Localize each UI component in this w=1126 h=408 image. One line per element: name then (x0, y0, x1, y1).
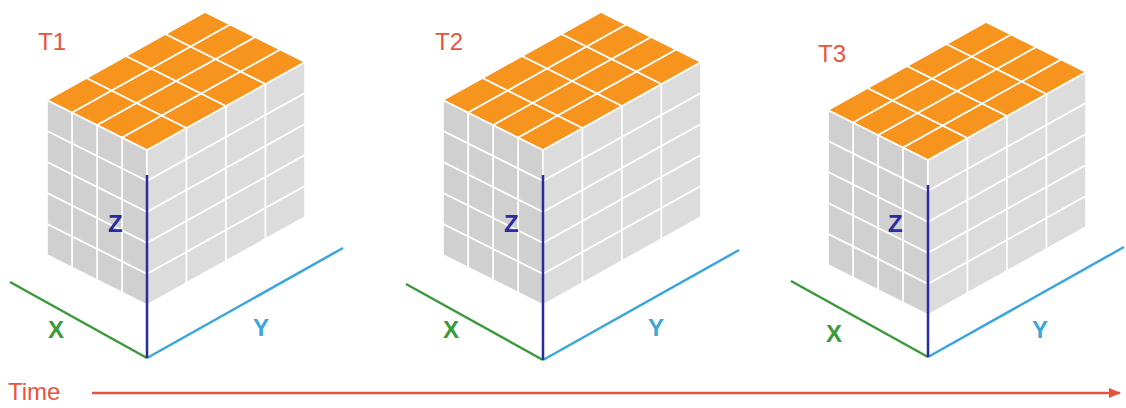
cube-cell-right (662, 186, 702, 239)
cube-cell-right (583, 230, 623, 283)
cube-cell-right (968, 240, 1008, 293)
axis-label: Y (648, 316, 664, 340)
cube-cell-left (72, 237, 97, 281)
z-axis (542, 175, 545, 360)
cube-cell-left (443, 224, 468, 268)
axis-label: Z (888, 212, 903, 236)
cube-cell-left (903, 272, 928, 316)
cube-cell-left (468, 237, 493, 281)
y-axis (147, 248, 343, 358)
cube-cell-top (166, 12, 231, 47)
y-axis (543, 250, 739, 360)
x-axis (791, 281, 928, 357)
axis-label: Y (253, 316, 269, 340)
time-label: Time (8, 380, 60, 404)
axis-label: Z (504, 212, 519, 236)
cube-cell-left (47, 224, 72, 268)
z-axis (927, 185, 930, 357)
cube-cell-right (226, 208, 266, 261)
axis-label: X (48, 318, 64, 342)
time-step-label: T1 (38, 30, 66, 54)
time-step-label: T3 (818, 42, 846, 66)
axis-label: X (826, 322, 842, 346)
cube-cell-left (853, 247, 878, 291)
cube-cell-right (187, 230, 227, 283)
x-axis (10, 282, 147, 358)
cube-cell-right (928, 262, 968, 315)
cube-cell-top (947, 22, 1012, 57)
cube-cell-right (622, 208, 662, 261)
cube-cell-left (878, 259, 903, 303)
time-arrow (92, 392, 1120, 395)
cube-cell-right (266, 186, 306, 239)
y-axis (928, 247, 1124, 357)
cube-cell-left (493, 249, 518, 293)
axis-label: X (443, 318, 459, 342)
cube-cell-right (543, 252, 583, 305)
time-step-label: T2 (435, 30, 463, 54)
z-axis (146, 175, 149, 358)
cube-cell-left (122, 262, 147, 306)
cube-cell-left (518, 262, 543, 306)
cube-cell-right (1007, 218, 1047, 271)
cube-cell-left (97, 249, 122, 293)
axis-label: Z (108, 212, 123, 236)
cube-cell-top (562, 12, 627, 47)
axis-label: Y (1032, 318, 1048, 342)
cube-cell-right (1047, 196, 1087, 249)
cube-cell-left (828, 234, 853, 278)
x-axis (406, 284, 543, 360)
cube-cell-right (147, 252, 187, 305)
